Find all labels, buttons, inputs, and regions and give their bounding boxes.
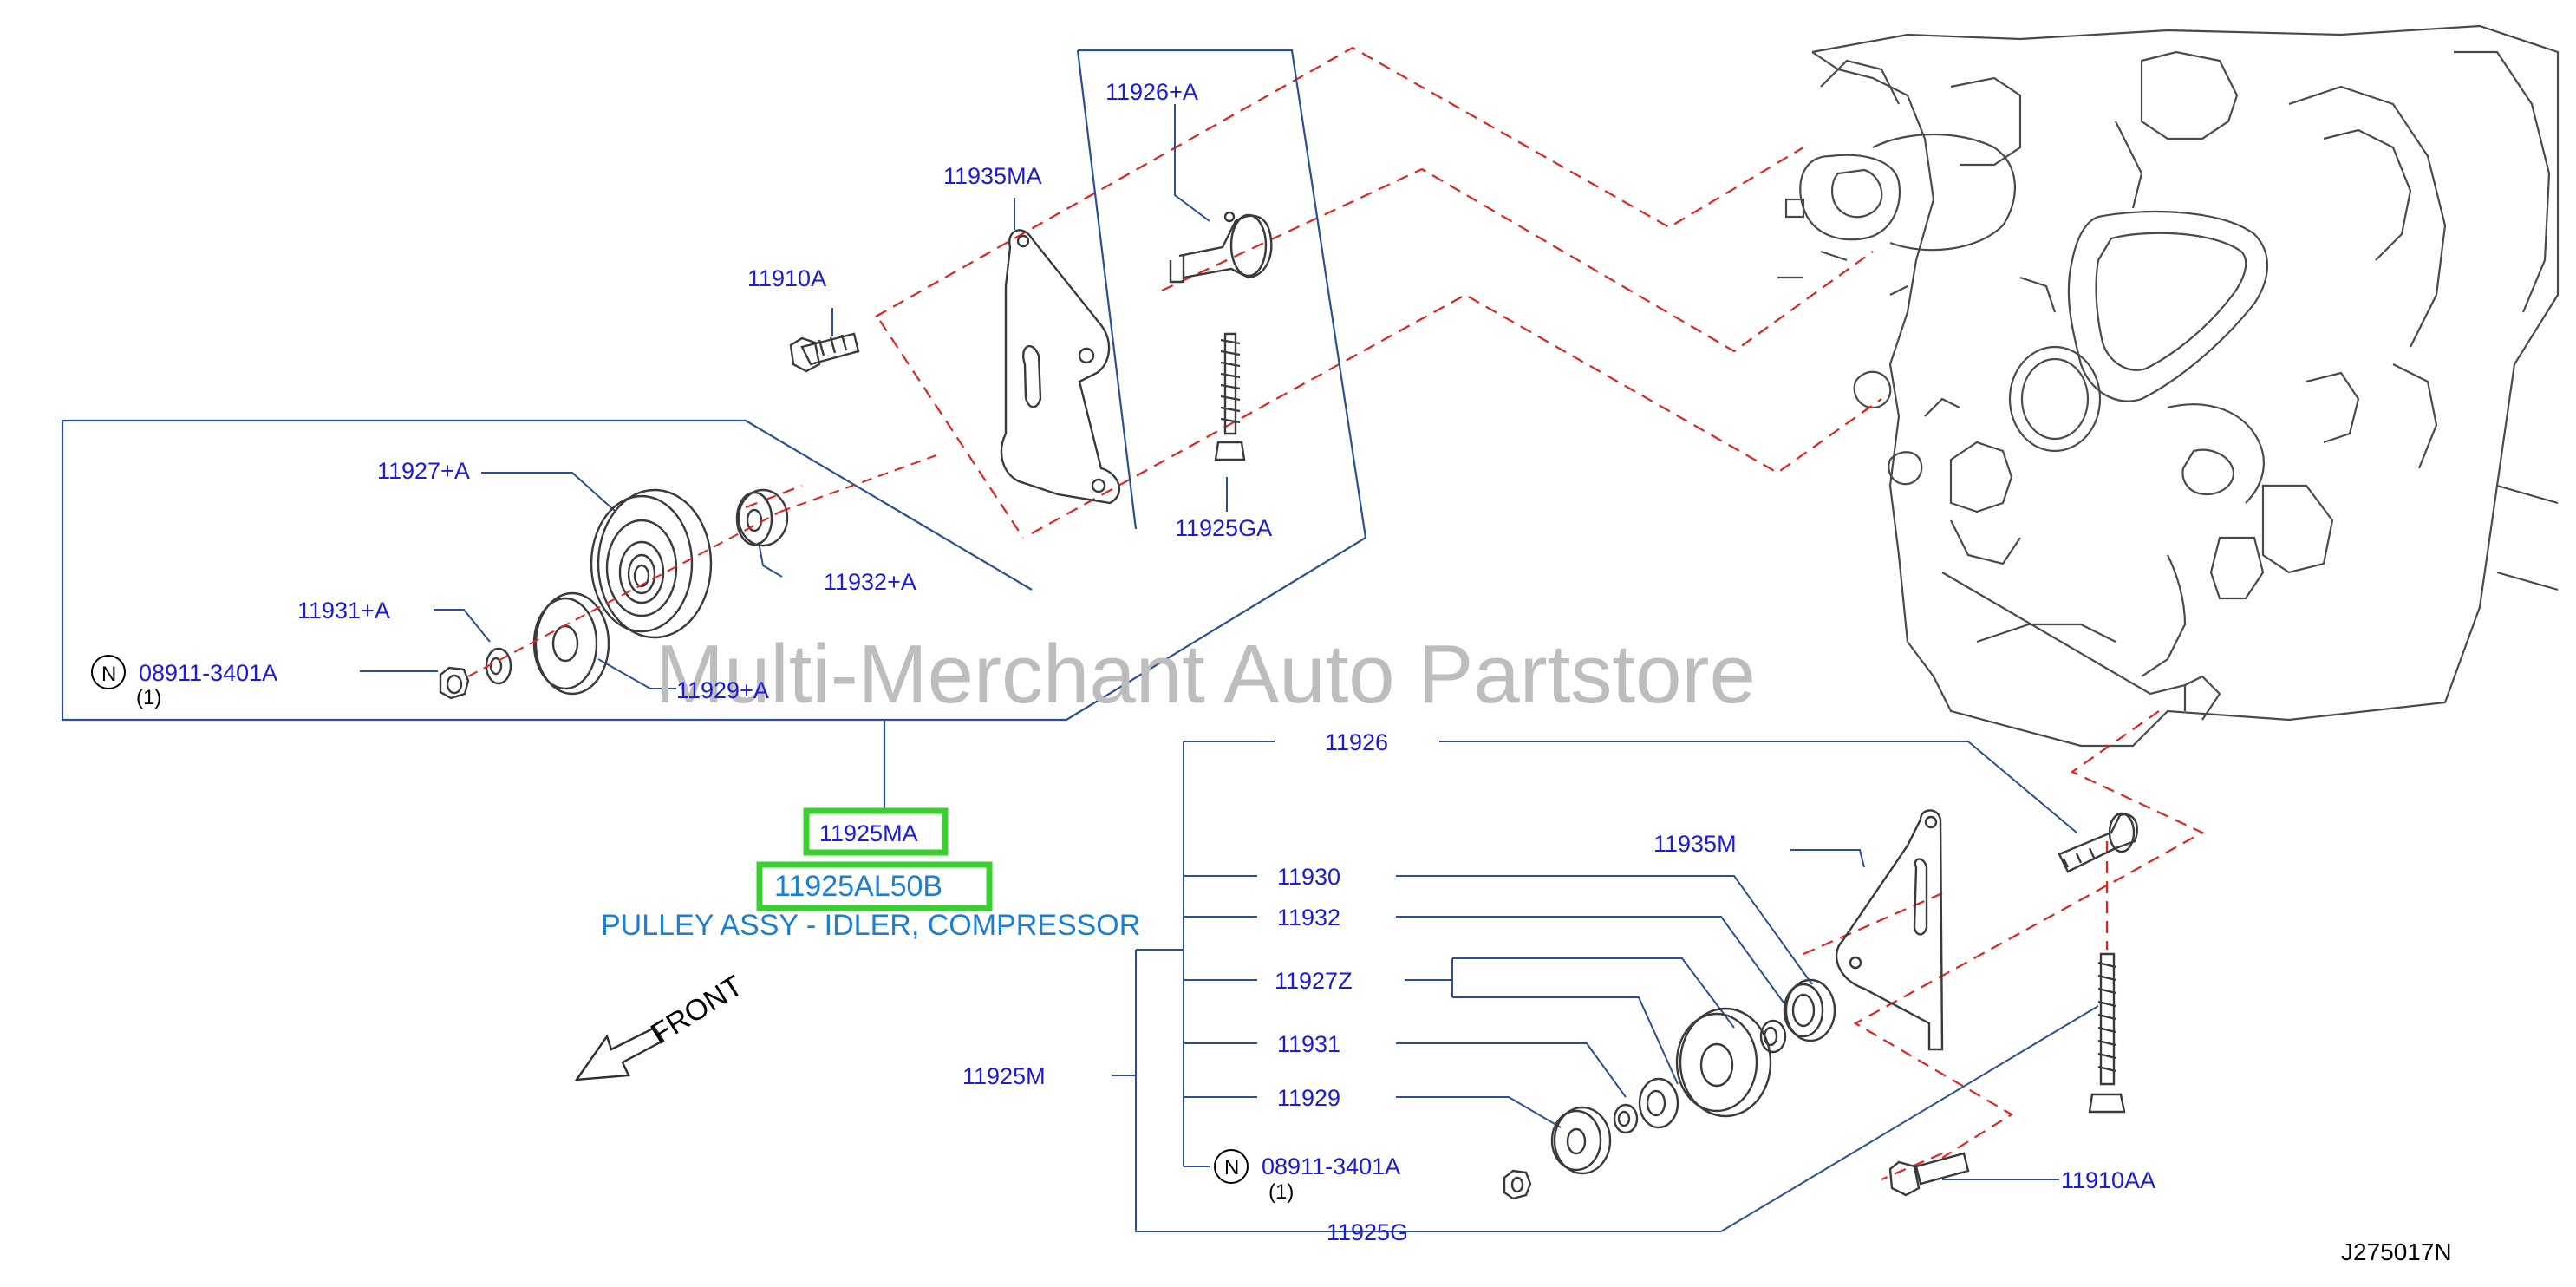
upper-centerline [467,454,937,677]
upper-assembly-outline [61,49,1367,811]
part-label-11926[interactable]: 11926 [1325,729,1388,755]
part-label-11932[interactable]: 11932 [1277,905,1340,931]
part-label-11925g[interactable]: 11925G [1327,1219,1408,1245]
watermark-text: Multi-Merchant Auto Partstore [655,628,1756,721]
part-description: PULLEY ASSY - IDLER, COMPRESSOR [601,909,1140,942]
nut-qty-lower: (1) [1268,1180,1294,1204]
nut-marker-letter-lower: N [1224,1156,1239,1179]
lower-nut-marker: N [1214,1149,1249,1184]
lower-assembly-leaders [360,104,2099,1232]
oem-number: 11925AL50B [774,870,942,903]
front-label: FRONT [645,970,748,1051]
part-label-11926-a[interactable]: 11926+A [1105,79,1198,105]
part-label-11931-a[interactable]: 11931+A [297,598,390,624]
upper-parts-drawings [439,211,1273,700]
part-label-11910a[interactable]: 11910A [747,265,826,291]
selected-part-number-box[interactable]: 11925MA [803,807,949,856]
part-label-11929-a[interactable]: 11929+A [676,677,769,703]
part-label-11910aa[interactable]: 11910AA [2061,1167,2155,1193]
part-label-11927-a[interactable]: 11927+A [377,458,470,484]
part-label-11932-a[interactable]: 11932+A [824,569,916,595]
nut-marker-letter: N [101,663,116,686]
part-label-08911-3401a-upper[interactable]: 08911-3401A [139,660,277,686]
part-label-11929[interactable]: 11929 [1277,1085,1340,1111]
engine-block-drawing [1777,24,2560,748]
part-label-11931[interactable]: 11931 [1277,1031,1340,1057]
part-label-08911-3401a-lower[interactable]: 08911-3401A [1262,1153,1400,1179]
front-arrow [574,1026,665,1081]
part-label-11935m[interactable]: 11935M [1653,831,1737,857]
oem-number-box[interactable]: 11925AL50B [756,861,993,911]
diagram-code: J275017N [2341,1238,2452,1265]
nut-qty-upper: (1) [136,686,161,709]
part-label-11935ma[interactable]: 11935MA [943,163,1042,189]
phantom-alignment-lines [745,46,2205,1181]
part-label-11927z[interactable]: 11927Z [1275,968,1353,994]
upper-nut-marker: N [91,655,126,689]
part-label-11930[interactable]: 11930 [1277,864,1340,890]
part-label-11925ga[interactable]: 11925GA [1175,515,1272,541]
lower-parts-drawings [1503,809,2139,1200]
part-label-11925m[interactable]: 11925M [962,1063,1046,1089]
selected-part-number: 11925MA [819,820,918,846]
